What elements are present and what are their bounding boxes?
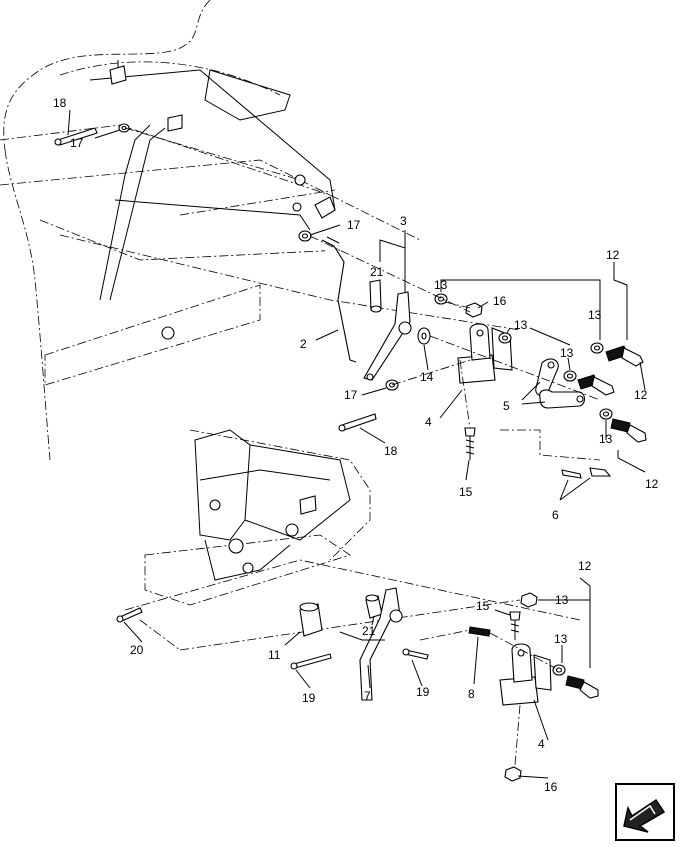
callout-13: 13 bbox=[434, 278, 448, 292]
callout-4: 4 bbox=[538, 737, 545, 751]
callout-8: 8 bbox=[468, 687, 475, 701]
callout-12: 12 bbox=[606, 248, 620, 262]
callout-13: 13 bbox=[554, 632, 568, 646]
callout-17: 17 bbox=[70, 136, 84, 150]
callout-13: 13 bbox=[555, 593, 569, 607]
callout-13: 13 bbox=[588, 308, 602, 322]
callout-19: 19 bbox=[416, 685, 430, 699]
callout-17: 17 bbox=[347, 218, 361, 232]
callout-21: 21 bbox=[370, 265, 384, 279]
callout-4: 4 bbox=[425, 415, 432, 429]
callout-18: 18 bbox=[53, 96, 67, 110]
callout-13: 13 bbox=[599, 432, 613, 446]
callout-15: 15 bbox=[476, 599, 490, 613]
callout-16: 16 bbox=[544, 780, 558, 794]
callout-12: 12 bbox=[578, 559, 592, 573]
callout-5: 5 bbox=[503, 399, 510, 413]
lower-frame-assembly bbox=[124, 429, 581, 651]
callout-16: 16 bbox=[493, 294, 507, 308]
callout-11: 11 bbox=[268, 648, 281, 662]
callout-21: 21 bbox=[362, 624, 376, 638]
callout-3: 3 bbox=[400, 214, 407, 228]
callout-13: 13 bbox=[514, 318, 528, 332]
callout-20: 20 bbox=[130, 643, 144, 657]
upper-frame-assembly bbox=[0, 0, 521, 461]
callout-14: 14 bbox=[420, 370, 434, 384]
callout-17: 17 bbox=[344, 388, 358, 402]
callout-18: 18 bbox=[384, 444, 398, 458]
callout-7: 7 bbox=[364, 689, 371, 703]
direction-arrow-icon[interactable] bbox=[615, 783, 675, 841]
leader-lines bbox=[67, 109, 646, 779]
callout-12: 12 bbox=[645, 477, 659, 491]
callout-12: 12 bbox=[634, 388, 648, 402]
callout-labels: 18 17 17 3 21 2 17 18 14 4 15 16 13 13 1… bbox=[53, 96, 659, 794]
callout-15: 15 bbox=[459, 485, 473, 499]
callout-19: 19 bbox=[302, 691, 316, 705]
callout-2: 2 bbox=[300, 337, 307, 351]
callout-13: 13 bbox=[560, 346, 574, 360]
callout-6: 6 bbox=[552, 508, 559, 522]
lower-linkage-parts bbox=[116, 587, 599, 782]
upper-linkage-parts bbox=[54, 123, 647, 479]
